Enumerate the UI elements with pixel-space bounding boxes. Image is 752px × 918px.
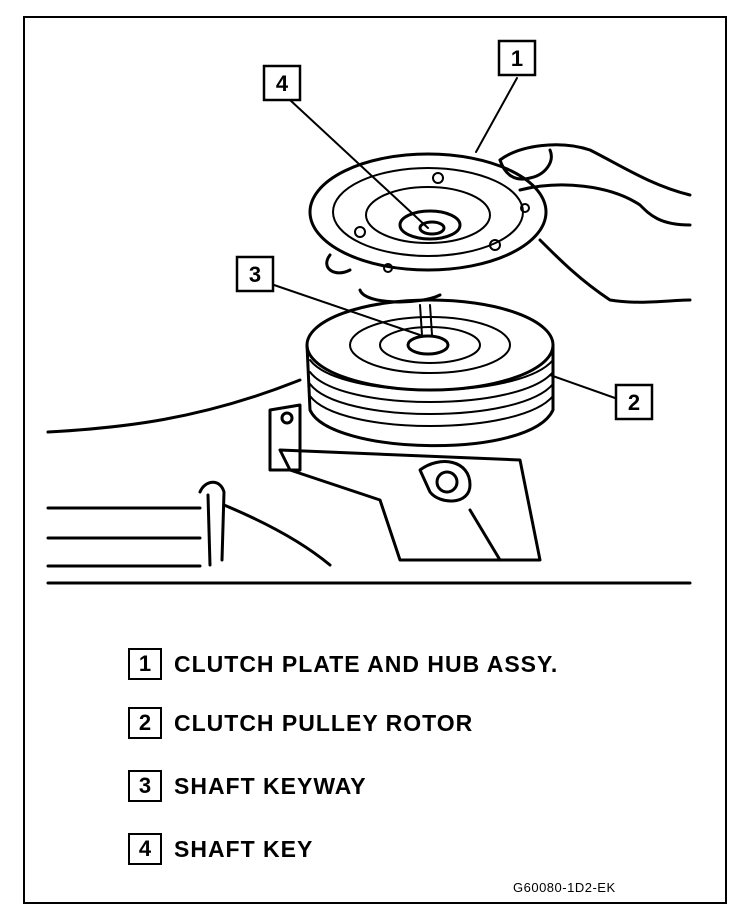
clutch-plate-ring [365, 186, 491, 244]
legend-label: SHAFT KEYWAY [174, 772, 367, 799]
pulley-inner-ring [379, 326, 481, 364]
callout-2: 2 [614, 383, 654, 421]
plate-rivet [432, 172, 444, 184]
leader-line-4 [289, 99, 429, 229]
pulley-groove [309, 359, 554, 391]
plate-rivet [383, 263, 393, 273]
legend-number: 1 [128, 648, 162, 680]
hose [198, 480, 226, 562]
legend-item-2: 2 CLUTCH PULLEY ROTOR [128, 705, 473, 741]
finger-tip [358, 288, 442, 304]
finger [538, 238, 692, 304]
finger-tip [325, 253, 352, 275]
plate-rivet [520, 203, 530, 213]
legend-number: 2 [128, 707, 162, 739]
shaft-key [429, 304, 433, 336]
legend-label: CLUTCH PLATE AND HUB ASSY. [174, 650, 559, 677]
callout-4: 4 [262, 64, 302, 102]
plate-rivet [354, 226, 366, 238]
pulley-groove [309, 395, 554, 427]
legend-number: 3 [128, 770, 162, 802]
leader-line-3 [273, 284, 421, 336]
callout-number: 3 [249, 262, 261, 287]
diagram-frame [23, 16, 727, 904]
compressor-fitting [418, 460, 472, 503]
frame-line [46, 378, 302, 434]
pulley-inner-ring [349, 316, 511, 374]
legend-item-1: 1 CLUTCH PLATE AND HUB ASSY. [128, 646, 558, 682]
legend-number: 4 [128, 833, 162, 865]
bolt [280, 411, 294, 425]
figure-id: G60080-1D2-EK [513, 880, 616, 895]
clutch-plate-outer [308, 152, 548, 272]
hose [206, 493, 212, 567]
shaft-key [419, 304, 423, 336]
plate-rivet [489, 239, 501, 251]
compressor-detail [468, 508, 502, 562]
legend-item-4: 4 SHAFT KEY [128, 831, 313, 867]
hand-outline [498, 143, 692, 197]
compressor-body [278, 448, 542, 562]
legend-label: CLUTCH PULLEY ROTOR [174, 709, 474, 736]
legend-item-3: 3 SHAFT KEYWAY [128, 768, 367, 804]
pulley-groove [309, 371, 554, 403]
fitting-bolt [435, 470, 459, 494]
pulley-groove [309, 383, 554, 415]
bracket [268, 403, 302, 472]
callout-number: 2 [628, 390, 640, 415]
clutch-hub [398, 209, 462, 241]
legend-label: SHAFT KEY [174, 835, 314, 862]
clutch-hub-bore [418, 220, 446, 236]
wire [222, 503, 332, 567]
pulley-side [305, 343, 555, 448]
thumb [498, 148, 553, 181]
callout-3: 3 [235, 255, 275, 293]
callout-number: 4 [276, 71, 289, 96]
finger [518, 183, 692, 227]
pulley-shaft [406, 334, 450, 356]
callout-1: 1 [497, 39, 537, 77]
callout-number: 1 [511, 46, 523, 71]
leader-line-1 [475, 77, 518, 153]
leader-line-2 [549, 374, 616, 399]
